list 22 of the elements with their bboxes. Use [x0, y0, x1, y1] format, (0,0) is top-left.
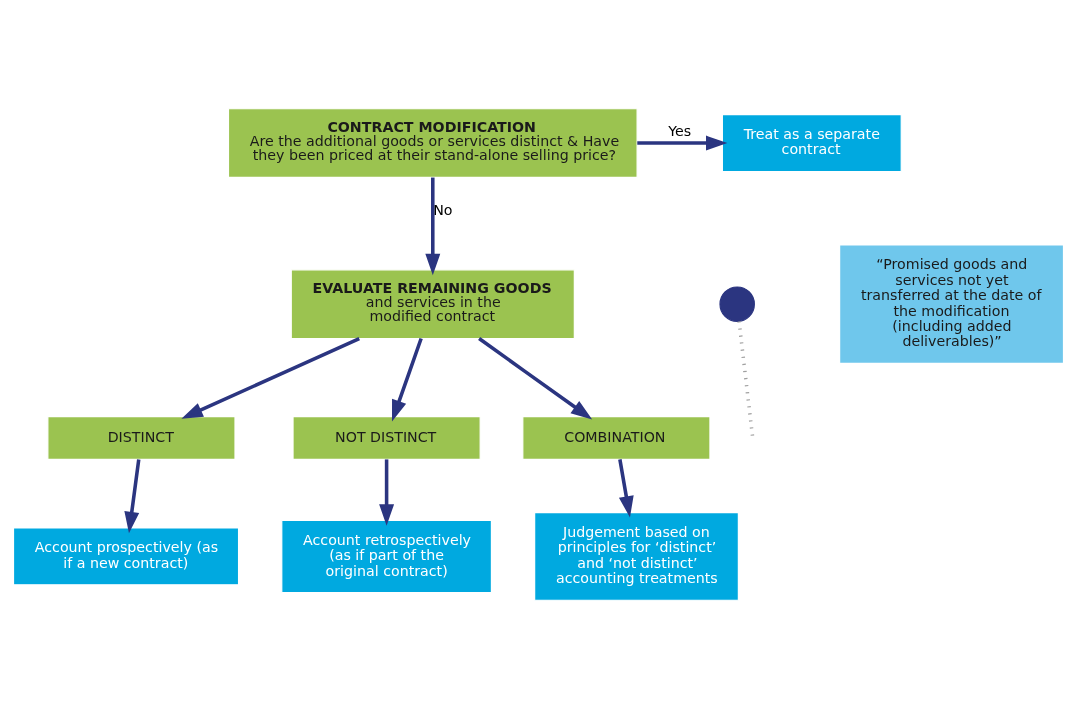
edge-label: No	[433, 201, 453, 218]
node-box: “Promised goods and services not yet transferred at the date of the modification (including added deliverables)”	[839, 244, 1065, 364]
edge-label: Yes	[668, 122, 692, 139]
arrow	[124, 459, 141, 534]
node-box: Treat as a separate contract	[721, 114, 902, 173]
arrow	[618, 459, 634, 518]
arrow	[637, 135, 728, 151]
node-box: EVALUATE REMAINING GOODS and services in the modified contract	[290, 269, 575, 340]
node-box: NOT DISTINCT	[292, 416, 481, 460]
arrow	[392, 337, 423, 422]
node-box: Account prospectively (as if a new contract)	[12, 527, 240, 586]
node-box: Judgement based on principles for ‘distinct’ and ‘not distinct’ accounting treatments	[534, 512, 739, 601]
node-box: DISTINCT	[47, 416, 236, 460]
node-box: Account retrospectively (as if part of the original contract)	[281, 519, 492, 594]
arrow	[478, 337, 593, 420]
connector	[737, 321, 755, 437]
arrow	[181, 336, 360, 419]
node-box: COMBINATION	[522, 416, 711, 460]
node-circle	[719, 286, 755, 322]
arrow	[425, 177, 441, 276]
node-box: CONTRACT MODIFICATION Are the additional goods or services distinct & Have they been priced at their stand-alone selling price?	[227, 108, 638, 178]
arrow	[379, 459, 395, 526]
